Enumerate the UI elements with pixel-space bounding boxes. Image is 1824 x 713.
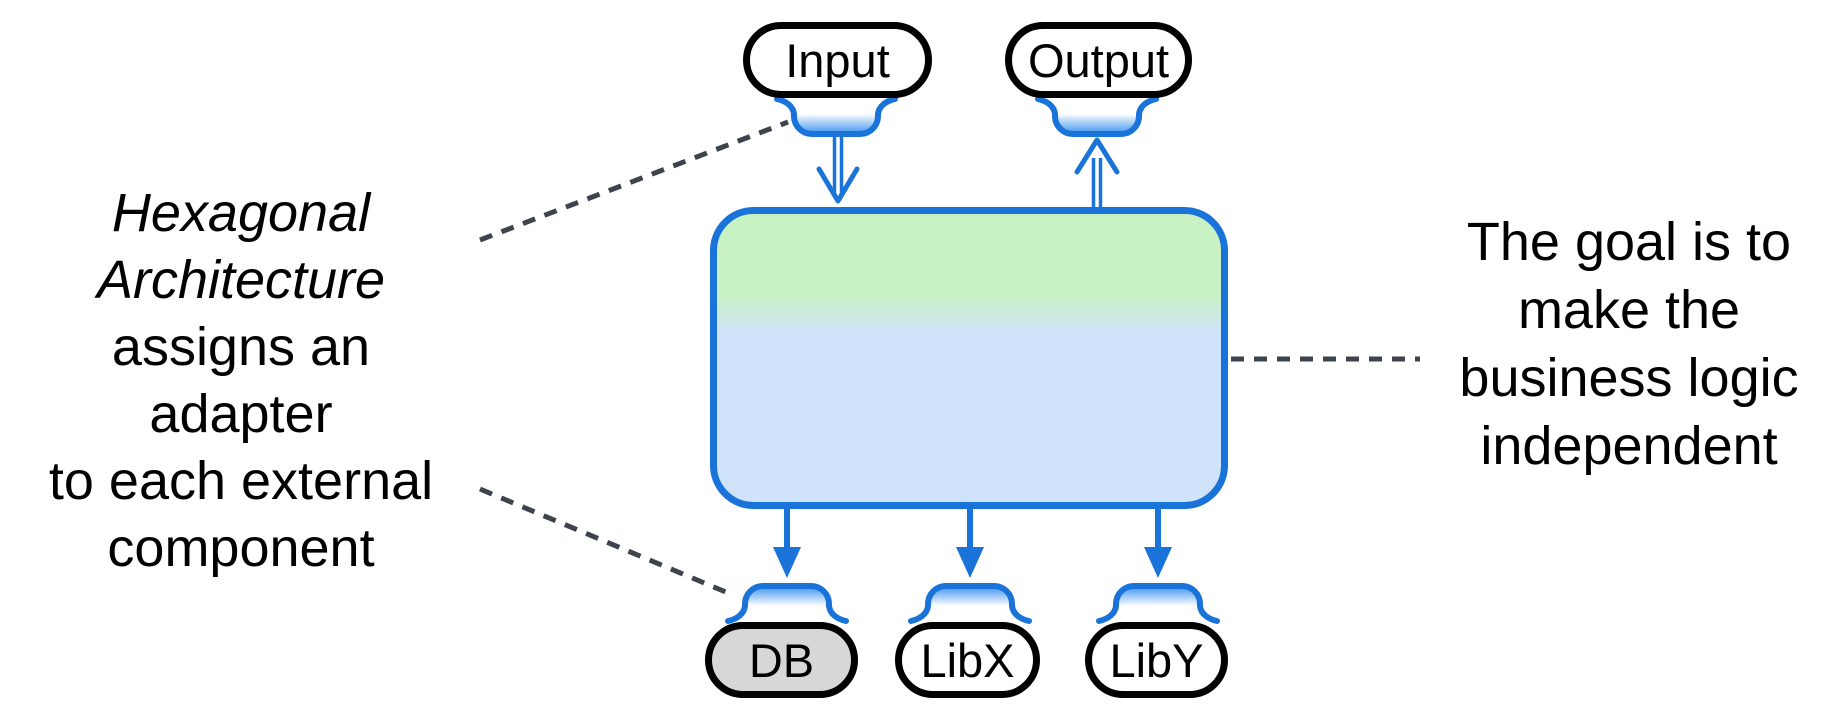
node-input-label: Input bbox=[785, 33, 890, 87]
left-annotation-line: Hexagonal bbox=[111, 183, 371, 243]
right-annotation: The goal is to make the business logic i… bbox=[1434, 208, 1824, 480]
node-db: DB bbox=[705, 622, 858, 698]
left-note-callout-line-bottom bbox=[479, 486, 734, 598]
output-up-arrow-icon bbox=[1074, 137, 1120, 207]
node-output-label: Output bbox=[1027, 33, 1170, 87]
node-output: Output bbox=[1005, 22, 1192, 98]
liby-adapter-socket bbox=[1099, 586, 1217, 621]
left-annotation-line: Architecture bbox=[96, 250, 386, 310]
left-annotation-line: assigns an adapter bbox=[111, 317, 371, 444]
left-note-callout-line-top bbox=[479, 119, 789, 243]
node-input: Input bbox=[743, 22, 932, 98]
input-adapter-socket bbox=[777, 99, 895, 134]
right-annotation-line: The goal is to bbox=[1466, 212, 1792, 272]
node-liby-label: LibY bbox=[1109, 633, 1204, 687]
business-logic-box bbox=[710, 207, 1228, 509]
right-annotation-line: independent bbox=[1480, 416, 1778, 476]
right-annotation-line: business logic bbox=[1459, 348, 1799, 408]
libx-down-arrow-icon bbox=[956, 508, 984, 578]
node-liby: LibY bbox=[1085, 622, 1228, 698]
output-adapter-socket bbox=[1038, 99, 1156, 134]
node-db-label: DB bbox=[748, 633, 815, 687]
left-annotation-line: component bbox=[107, 518, 375, 578]
libx-adapter-socket bbox=[911, 586, 1029, 621]
node-libx: LibX bbox=[895, 622, 1040, 698]
input-down-arrow-icon bbox=[816, 137, 860, 204]
right-annotation-line: make the bbox=[1517, 280, 1741, 340]
db-down-arrow-icon bbox=[773, 508, 801, 578]
node-libx-label: LibX bbox=[920, 633, 1015, 687]
db-adapter-socket bbox=[728, 586, 846, 621]
left-annotation-line: to each external bbox=[48, 451, 434, 511]
liby-down-arrow-icon bbox=[1144, 508, 1172, 578]
left-annotation: Hexagonal Architecture assigns an adapte… bbox=[25, 180, 457, 582]
